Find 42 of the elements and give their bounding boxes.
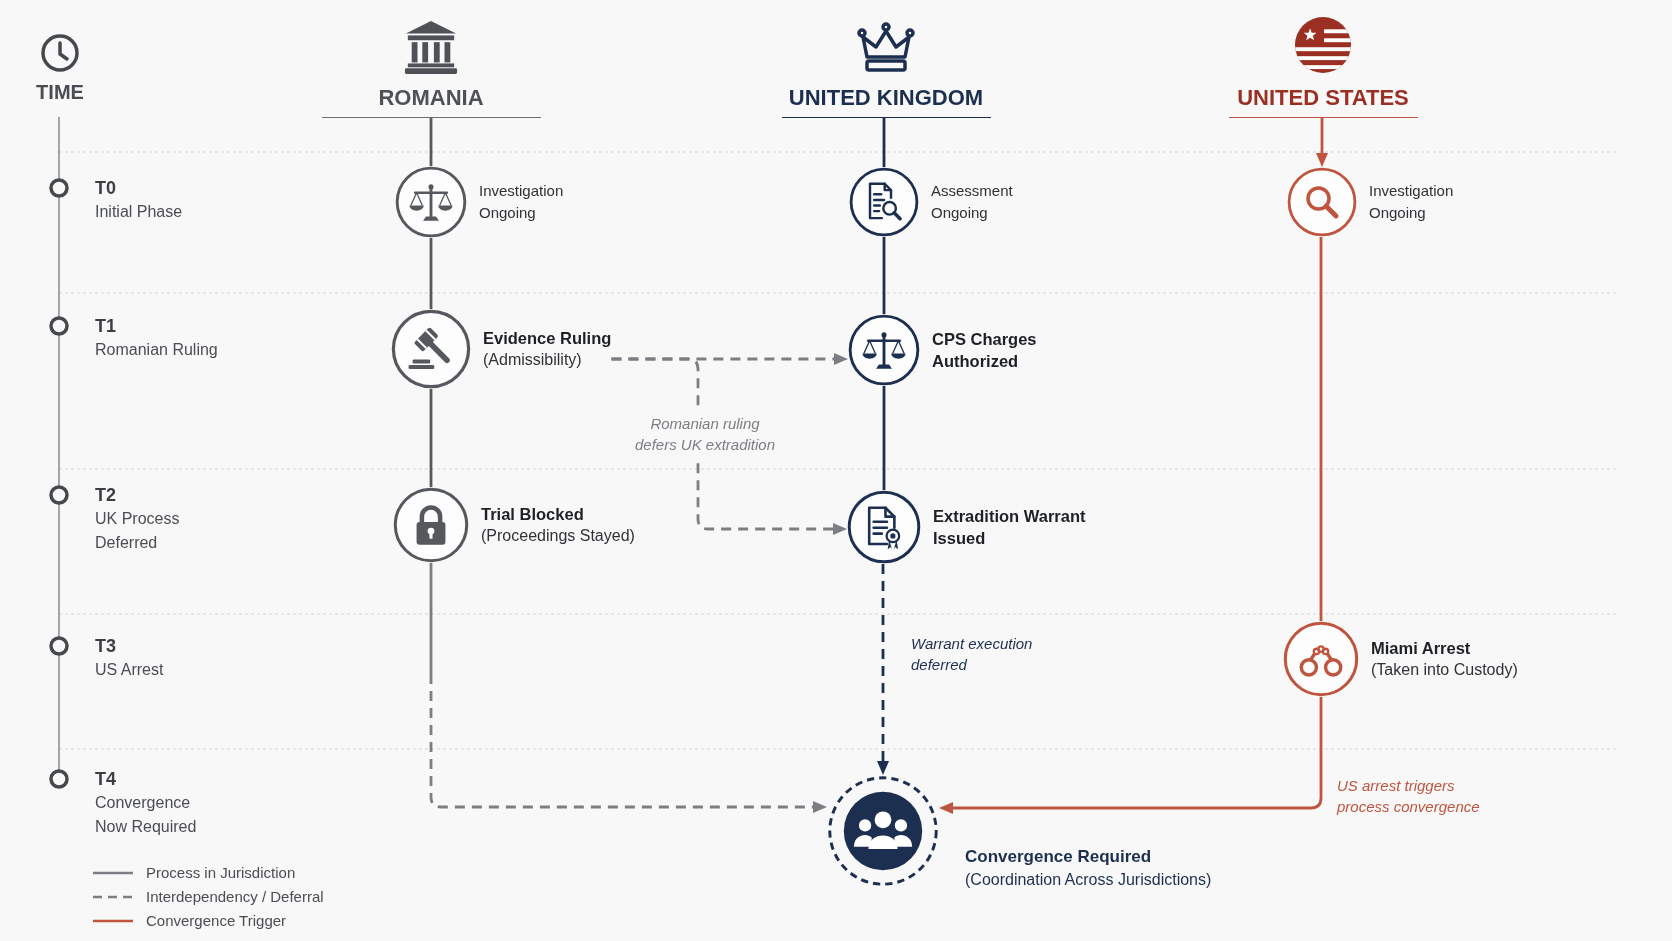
time-step-label: T0 bbox=[95, 177, 116, 200]
time-step-description: US Arrest bbox=[95, 660, 164, 680]
caption-text: (Coordination Across Jurisdictions) bbox=[965, 870, 1212, 890]
lane-title: UNITED STATES bbox=[1228, 85, 1418, 118]
node-title: Evidence Ruling bbox=[483, 328, 612, 349]
time-step-label: T1 bbox=[95, 315, 116, 338]
time-step-description: Initial Phase bbox=[95, 202, 183, 222]
connector-line bbox=[429, 238, 433, 309]
legend-label: Convergence Trigger bbox=[146, 911, 287, 931]
time-step-label: T3 bbox=[95, 635, 116, 658]
node-subtitle: (Taken into Custody) bbox=[1371, 660, 1518, 680]
legend-label: Interdependency / Deferral bbox=[146, 887, 324, 907]
legend-label: Process in Jurisdiction bbox=[146, 863, 296, 883]
time-step-description: Convergence Now Required bbox=[95, 793, 198, 837]
connector-line bbox=[1319, 237, 1323, 621]
arrow bbox=[939, 697, 1323, 814]
node-subtitle: (Proceedings Stayed) bbox=[481, 526, 635, 546]
dashed-arrow bbox=[611, 357, 847, 535]
time-step-description: UK Process Deferred bbox=[95, 509, 181, 553]
connector-line bbox=[429, 118, 433, 166]
time-step-label: T2 bbox=[95, 484, 116, 507]
connector-line bbox=[882, 386, 886, 490]
node-label: Extradition Warrant Issued bbox=[933, 506, 1087, 549]
time-step-description: Romanian Ruling bbox=[95, 340, 218, 360]
arrow bbox=[1316, 118, 1328, 167]
node-title: Trial Blocked bbox=[481, 504, 585, 525]
axis-title: TIME bbox=[36, 80, 84, 104]
connector-line bbox=[882, 118, 886, 167]
lane-title: ROMANIA bbox=[321, 85, 541, 118]
node-subtitle: (Admissibility) bbox=[483, 350, 583, 370]
caption-heading: Convergence Required bbox=[965, 846, 1153, 868]
node-label: Investigation Ongoing bbox=[479, 181, 565, 223]
dashed-arrow bbox=[877, 564, 889, 775]
node-label: CPS Charges Authorized bbox=[932, 329, 1038, 372]
connector-line bbox=[882, 237, 886, 314]
lane-title: UNITED KINGDOM bbox=[781, 85, 991, 118]
time-step-label: T4 bbox=[95, 768, 116, 791]
node-label: Assessment Ongoing bbox=[931, 181, 1014, 223]
node-label: Investigation Ongoing bbox=[1369, 181, 1455, 223]
node-title: Miami Arrest bbox=[1371, 638, 1472, 659]
dashed-arrow bbox=[429, 563, 827, 813]
connector-line bbox=[429, 389, 433, 487]
